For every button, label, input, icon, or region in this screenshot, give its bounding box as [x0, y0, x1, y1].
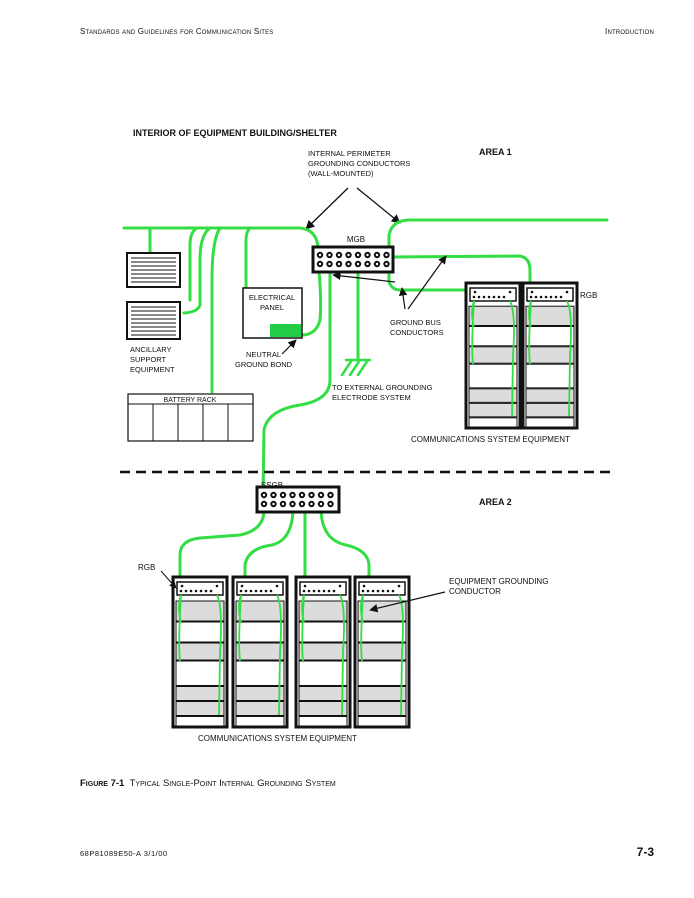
neutral-bond-block — [270, 324, 301, 337]
svg-text:EQUIPMENT: EQUIPMENT — [130, 365, 175, 374]
svg-text:MGB: MGB — [347, 235, 365, 244]
comm-equipment-label-area2: COMMUNICATIONS SYSTEM EQUIPMENT — [198, 734, 357, 743]
ground-bus-arrow-2 — [398, 287, 408, 310]
comm-equipment-area2 — [171, 575, 411, 729]
ground-bus-label-2: CONDUCTORS — [390, 328, 444, 337]
grounding-conductors — [122, 218, 609, 592]
equipment-conductor-arrow — [369, 591, 446, 613]
battery-rack: BATTERY RACK — [127, 393, 254, 442]
figure-number: Figure 7-1 — [80, 778, 125, 789]
rack-ground-bar — [176, 581, 224, 596]
neutral-bond-arrow — [281, 339, 297, 355]
area1-label: AREA 1 — [479, 147, 512, 157]
comm-equipment-area1 — [464, 281, 579, 430]
perimeter-arrow-right — [356, 187, 401, 224]
area2-label: AREA 2 — [479, 497, 512, 507]
svg-text:INTERNAL PERIMETER: INTERNAL PERIMETER — [308, 149, 391, 158]
comm-equipment-label-area1: COMMUNICATIONS SYSTEM EQUIPMENT — [411, 435, 570, 444]
page-number: 7-3 — [636, 845, 654, 859]
external-electrode-label-2: ELECTRODE SYSTEM — [332, 393, 411, 402]
rgb-arrow-area2 — [160, 570, 177, 589]
sub-system-ground-bus: SSGB — [255, 481, 341, 514]
ground-bus-arrow-3 — [407, 255, 447, 310]
rgb-label-area2: RGB — [138, 563, 155, 572]
svg-text:BATTERY RACK: BATTERY RACK — [164, 397, 217, 404]
ground-bus-label: GROUND BUS — [390, 318, 441, 327]
figure-caption: Figure 7-1 Typical Single-Point Internal… — [80, 778, 336, 789]
document-id: 68P81089E50-A 3/1/00 — [80, 849, 168, 858]
perimeter-conductor-right — [387, 218, 609, 264]
svg-text:ANCILLARY: ANCILLARY — [130, 345, 172, 354]
equipment-conductor-label-2: CONDUCTOR — [449, 587, 501, 596]
running-header-title: Standards and Guidelines for Communicati… — [80, 27, 274, 36]
rack-ground-bar — [526, 287, 574, 302]
rack-ground-bar — [236, 581, 284, 596]
rack-ground-bar — [469, 287, 517, 302]
external-electrode-label: TO EXTERNAL GROUNDING — [332, 383, 433, 392]
svg-text:ELECTRICAL: ELECTRICAL — [249, 293, 295, 302]
rack-ground-bar — [358, 581, 406, 596]
perimeter-conductor-label: INTERNAL PERIMETER GROUNDING CONDUCTORS … — [308, 149, 410, 178]
ground-bus-arrow-1 — [332, 271, 396, 283]
neutral-bond-label: NEUTRAL — [246, 350, 281, 359]
diagram-title: INTERIOR OF EQUIPMENT BUILDING/SHELTER — [133, 128, 337, 138]
figure-title: Typical Single-Point Internal Grounding … — [129, 778, 336, 789]
svg-text:GROUNDING CONDUCTORS: GROUNDING CONDUCTORS — [308, 159, 410, 168]
rack-ground-bar — [299, 581, 347, 596]
equipment-conductor-label: EQUIPMENT GROUNDING — [449, 577, 548, 586]
ancillary-equipment: ANCILLARY SUPPORT EQUIPMENT — [126, 252, 181, 374]
perimeter-arrow-left — [305, 187, 349, 230]
main-ground-bus: MGB — [311, 235, 395, 274]
rgb-label-area1: RGB — [580, 291, 597, 300]
svg-text:SUPPORT: SUPPORT — [130, 355, 167, 364]
svg-text:(WALL-MOUNTED): (WALL-MOUNTED) — [308, 169, 374, 178]
neutral-bond-label-2: GROUND BOND — [235, 360, 293, 369]
running-header-section: Introduction — [605, 27, 654, 36]
electrical-panel: ELECTRICAL PANEL — [242, 287, 303, 339]
svg-text:PANEL: PANEL — [260, 303, 284, 312]
